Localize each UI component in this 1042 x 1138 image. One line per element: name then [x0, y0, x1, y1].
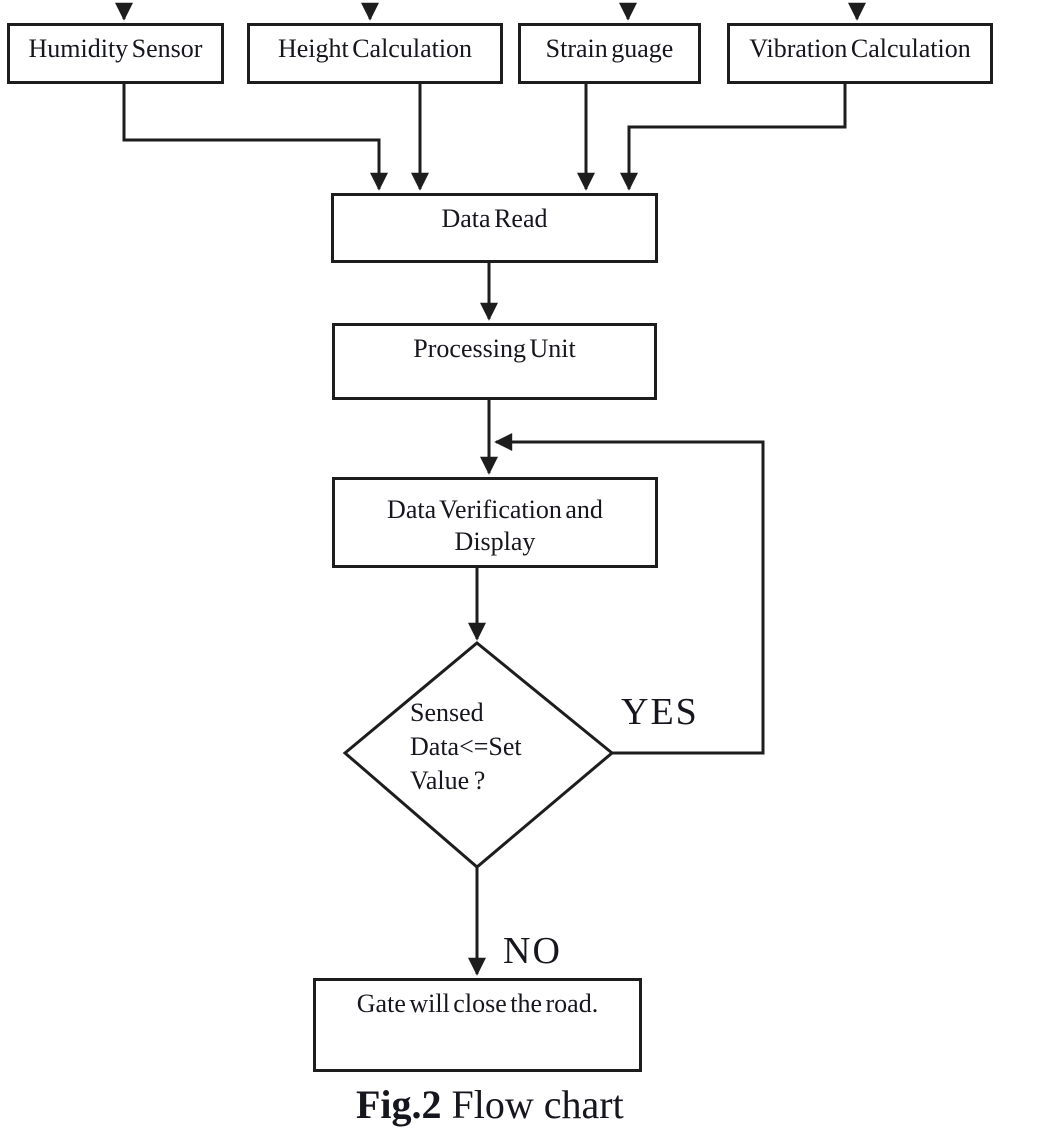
- decision-text-line2: Data<=Set: [410, 732, 522, 761]
- node-processing-unit: Processing Unit: [332, 323, 657, 400]
- node-vibration-calculation: Vibration Calculation: [727, 23, 993, 84]
- decision-text-line1: Sensed: [410, 698, 484, 727]
- no-branch-label: NO: [503, 930, 562, 972]
- node-humidity-sensor-label: Humidity Sensor: [28, 34, 203, 63]
- node-humidity-sensor: Humidity Sensor: [7, 23, 224, 84]
- figure-caption: Fig.2 Flow chart: [356, 1082, 624, 1128]
- node-data-read-label: Data Read: [441, 204, 548, 233]
- node-data-verification-display: Data Verification and Display: [332, 477, 658, 568]
- node-data-verification-label-line1: Data Verification and: [387, 495, 603, 524]
- edge-humidity-to-data-read: [122, 84, 388, 191]
- node-strain-gauge: Strain guage: [518, 23, 701, 84]
- node-gate-close-road-label: Gate will close the road.: [356, 989, 599, 1018]
- edge-vibration-to-data-read: [620, 84, 847, 191]
- node-height-calculation-label: Height Calculation: [277, 34, 473, 63]
- decision-diamond-shape: [342, 641, 615, 869]
- figure-caption-text: Flow chart: [441, 1082, 624, 1127]
- figure-caption-number: Fig.2: [356, 1082, 442, 1127]
- node-gate-close-road: Gate will close the road.: [313, 978, 642, 1072]
- node-data-verification-label-line2: Display: [454, 527, 536, 556]
- edge-decision-yes-feedback: [494, 433, 765, 755]
- node-height-calculation: Height Calculation: [247, 23, 503, 84]
- yes-branch-label: YES: [621, 691, 699, 733]
- node-vibration-calculation-label: Vibration Calculation: [749, 34, 971, 63]
- node-processing-unit-label: Processing Unit: [413, 334, 576, 363]
- node-strain-gauge-label: Strain guage: [545, 34, 674, 63]
- decision-text-line3: Value ?: [410, 766, 486, 795]
- decision-diamond-text: Sensed Data<=Set Value ?: [410, 696, 522, 798]
- node-data-read: Data Read: [331, 193, 658, 263]
